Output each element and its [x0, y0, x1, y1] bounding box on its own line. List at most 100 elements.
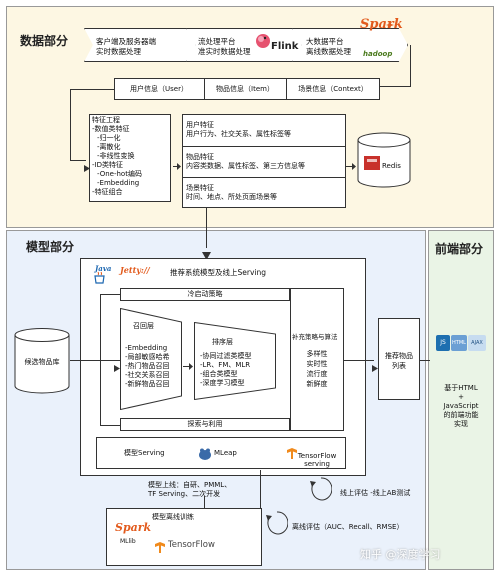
- rank-item: -LR、FM、MLR: [200, 361, 251, 369]
- online-eval-label: 线上评估 -线上AB测试: [340, 489, 411, 497]
- feature-eng-line: -离散化: [97, 143, 121, 151]
- scene-feature-desc: 时间、地点、所处页面场景等: [186, 193, 277, 201]
- connector-line: [100, 294, 120, 295]
- java-logo: Java: [95, 264, 112, 273]
- client-line-1: 客户端及服务器端: [96, 37, 156, 46]
- supplement-item: 多样性: [306, 350, 328, 358]
- arrow-right-icon: [183, 355, 193, 370]
- tensorflow-serving-line-1: TensorFlow: [297, 452, 337, 460]
- serving-box: [96, 437, 346, 469]
- connector-line: [420, 360, 430, 361]
- spark-logo: Spark: [360, 17, 403, 32]
- result-list-line-1: 推荐物品: [385, 352, 413, 360]
- model-section-title: 模型部分: [26, 240, 75, 254]
- connector-line: [380, 86, 411, 87]
- info-bar: [114, 78, 380, 100]
- spark-mllib-logo: Spark: [115, 521, 152, 534]
- feature-eng-line: -数值类特征: [92, 125, 130, 133]
- connector-line: [70, 160, 86, 161]
- feature-eng-line: 特征工程: [92, 116, 120, 124]
- stream-line-2: 准实时数据处理: [198, 47, 251, 56]
- online-deploy-line-1: 模型上线：自研、PMML、: [148, 481, 232, 489]
- item-feature-title: 物品特征: [186, 153, 214, 161]
- redis-label: Redis: [382, 162, 401, 170]
- recall-item: -局部敏感哈希: [125, 353, 170, 361]
- connector-line: [204, 496, 205, 510]
- candidate-db-label: 候选物品库: [24, 358, 60, 366]
- feature-eng-line: -ID类特征: [92, 161, 123, 169]
- online-eval-loop-icon: [310, 476, 333, 502]
- offline-training-box: [106, 508, 262, 566]
- arrow-right-icon: [114, 357, 120, 372]
- frontend-section-title: 前端部分: [435, 242, 484, 256]
- features-divider: [182, 177, 346, 178]
- recall-title: 召回层: [133, 322, 154, 330]
- features-box: [182, 114, 346, 208]
- offline-training-title: 模型离线训练: [152, 513, 194, 521]
- connector-line: [344, 360, 374, 361]
- hadoop-logo: hadoop: [363, 50, 393, 58]
- connector-line: [206, 208, 207, 248]
- recall-item: -热门物品召回: [125, 362, 170, 370]
- user-feature-desc: 用户行为、社交关系、属性标签等: [186, 130, 291, 138]
- recall-item: -Embedding: [125, 344, 168, 352]
- connector-line: [100, 425, 120, 426]
- jetty-logo: Jetty://: [120, 265, 150, 275]
- rank-item: -组合类模型: [200, 370, 238, 378]
- connector-line: [260, 470, 261, 508]
- connector-line: [70, 360, 120, 361]
- tensorflow-icon: [155, 538, 165, 553]
- tensorflow-icon: [287, 444, 297, 459]
- feature-eng-line: -Embedding: [97, 179, 140, 187]
- item-feature-desc: 内容类数据、属性标签、第三方信息等: [186, 162, 305, 170]
- rank-item: -协同过滤类模型: [200, 352, 252, 360]
- cold-start-box: [120, 288, 290, 301]
- recall-layer-shape: [120, 307, 182, 411]
- feature-eng-line: -归一化: [97, 134, 121, 142]
- offline-eval-loop-icon: [266, 510, 289, 536]
- ajax-badge: AJAX: [468, 335, 486, 351]
- watermark: 知乎 @深度学习: [360, 548, 441, 561]
- arrow-down-icon: [202, 245, 211, 260]
- supplement-box: [290, 288, 344, 431]
- spark-star-icon: [386, 14, 394, 29]
- recall-item: -新鲜物品召回: [125, 380, 170, 388]
- flink-squirrel-icon: [255, 31, 271, 49]
- frontend-desc: JavaScript: [443, 402, 479, 410]
- recall-item: -社交关系召回: [125, 371, 170, 379]
- info-item: 物品信息（Item）: [216, 85, 274, 93]
- client-line-2: 实时数据处理: [96, 47, 141, 56]
- feature-eng-line: -One-hot编码: [97, 170, 142, 178]
- user-feature-title: 用户特征: [186, 121, 214, 129]
- frontend-desc: 基于HTML: [444, 384, 478, 392]
- supplement-title: 补充策略与算法: [292, 333, 338, 341]
- feature-eng-line: -非线性变换: [97, 152, 135, 160]
- js-badge: JS: [436, 335, 450, 351]
- model-header: 推荐系统模型及线上Serving: [170, 268, 266, 277]
- info-divider: [204, 78, 205, 100]
- frontend-desc: 的前端功能: [443, 411, 479, 419]
- connector-line: [70, 89, 114, 90]
- connector-line: [70, 89, 71, 161]
- online-deploy-line-2: TF Serving、二次开发: [148, 490, 221, 498]
- info-divider: [286, 78, 287, 100]
- feature-engineering-box: [89, 114, 171, 202]
- arrow-right-icon: [84, 157, 90, 172]
- cold-start-label: 冷启动策略: [187, 290, 223, 298]
- offline-eval-label: 离线评估（AUC、Recall、RMSE）: [292, 523, 404, 531]
- bigdata-line-2: 离线数据处理: [306, 47, 351, 56]
- mleap-label: MLeap: [214, 449, 237, 457]
- tensorflow-label: TensorFlow: [168, 540, 215, 550]
- stream-line-1: 流处理平台: [198, 37, 236, 46]
- supplement-item: 新鲜度: [306, 380, 328, 388]
- serving-label: 模型Serving: [124, 449, 165, 457]
- rank-item: -深度学习模型: [200, 379, 245, 387]
- candidate-database-icon: [14, 328, 70, 394]
- redis-database-icon: [356, 132, 412, 188]
- rank-layer-shape: [194, 321, 276, 401]
- result-list-box: [378, 318, 420, 400]
- connector-line: [410, 45, 411, 87]
- arrow-right-icon: [372, 357, 378, 372]
- features-divider: [182, 146, 346, 147]
- frontend-desc: +: [458, 393, 464, 401]
